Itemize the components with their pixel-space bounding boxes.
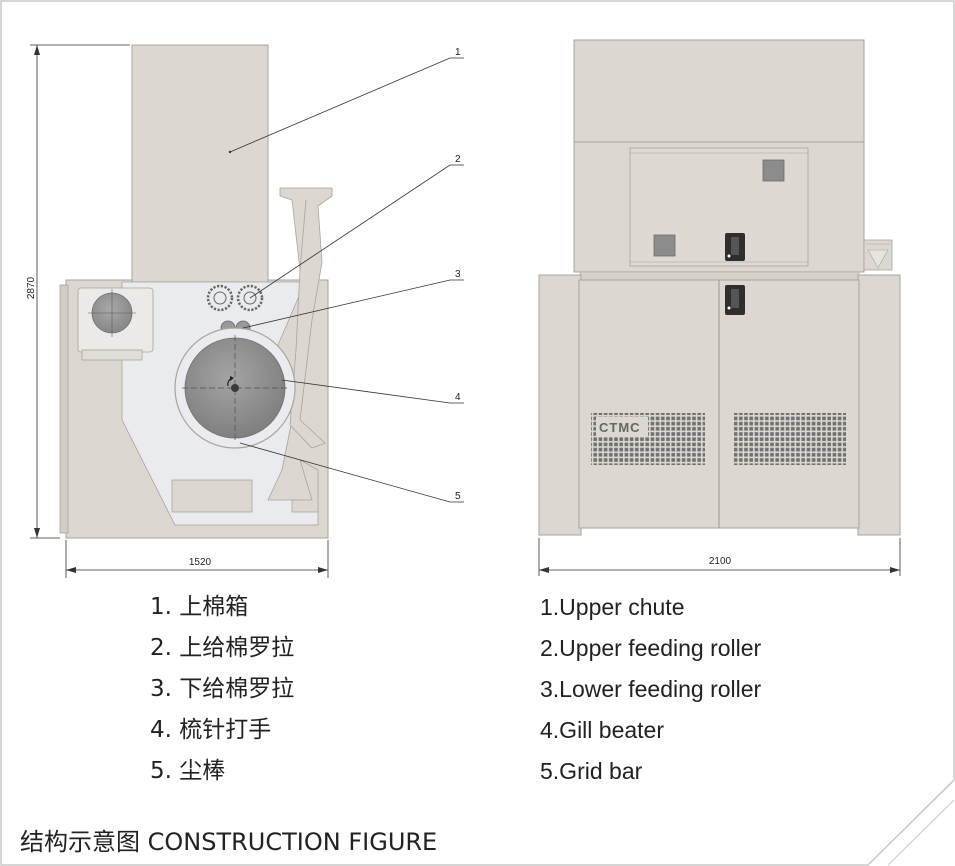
inspection-window-left bbox=[653, 234, 676, 257]
callout-leaders bbox=[229, 57, 464, 503]
motor-base bbox=[81, 349, 143, 361]
door-handle-icon[interactable] bbox=[725, 285, 745, 315]
vent-grille-right bbox=[734, 413, 846, 465]
beater-hub bbox=[231, 384, 239, 392]
side-width-dimension bbox=[65, 540, 329, 578]
callout-5: 5 bbox=[455, 491, 461, 502]
upper-chute bbox=[131, 44, 269, 283]
legend-cn-item-2: 2. 上给棉罗拉 bbox=[150, 635, 295, 661]
legend-en-item-3: 3.Lower feeding roller bbox=[540, 676, 762, 702]
upper-feeding-rollers bbox=[206, 284, 264, 312]
upper-handle-icon[interactable] bbox=[725, 233, 745, 261]
front-right-post bbox=[857, 274, 901, 536]
side-cabinet-left-edge bbox=[59, 284, 69, 534]
legend-cn-item-3: 3. 下给棉罗拉 bbox=[150, 676, 295, 702]
callout-3: 3 bbox=[455, 269, 461, 280]
bottom-panel bbox=[171, 479, 253, 513]
legend-english: 1.Upper chute 2.Upper feeding roller 3.L… bbox=[540, 592, 761, 797]
front-width-dimension bbox=[538, 538, 901, 576]
side-width-label: 1520 bbox=[189, 557, 212, 568]
frame-corner-accent bbox=[887, 799, 955, 866]
front-left-post bbox=[538, 274, 582, 536]
inspection-window-top bbox=[762, 159, 785, 182]
legend-en-item-1: 1.Upper chute bbox=[540, 594, 685, 620]
brand-logo: CTMC bbox=[599, 420, 641, 435]
height-dimension-label: 2870 bbox=[26, 276, 37, 299]
legend-cn-item-5: 5. 尘棒 bbox=[150, 758, 226, 784]
side-view: 2870 1520 1 2 3 4 5 bbox=[26, 44, 464, 578]
front-strip bbox=[579, 271, 860, 281]
legend-en-item-2: 2.Upper feeding roller bbox=[540, 635, 762, 661]
callout-4: 4 bbox=[455, 392, 461, 403]
front-top-box bbox=[573, 39, 865, 143]
footer-caption: 结构示意图 CONSTRUCTION FIGURE bbox=[20, 828, 438, 856]
lower-exit-duct bbox=[291, 459, 319, 513]
height-dimension bbox=[30, 44, 130, 539]
callout-2: 2 bbox=[455, 154, 461, 165]
brand-plate bbox=[596, 417, 648, 437]
front-view: CTMC 2100 bbox=[538, 39, 901, 576]
side-duct bbox=[279, 187, 333, 449]
legend-en-item-5: 5.Grid bar bbox=[540, 758, 643, 784]
legend-cn-item-1: 1. 上棉箱 bbox=[150, 594, 249, 620]
legend-chinese: 1. 上棉箱 2. 上给棉罗拉 3. 下给棉罗拉 4. 梳针打手 5. 尘棒 bbox=[150, 592, 294, 797]
front-width-label: 2100 bbox=[709, 556, 732, 567]
callout-1: 1 bbox=[455, 47, 461, 58]
legend-cn-item-4: 4. 梳针打手 bbox=[150, 717, 272, 743]
legend-en-item-4: 4.Gill beater bbox=[540, 717, 665, 743]
side-duct-line bbox=[299, 199, 307, 271]
